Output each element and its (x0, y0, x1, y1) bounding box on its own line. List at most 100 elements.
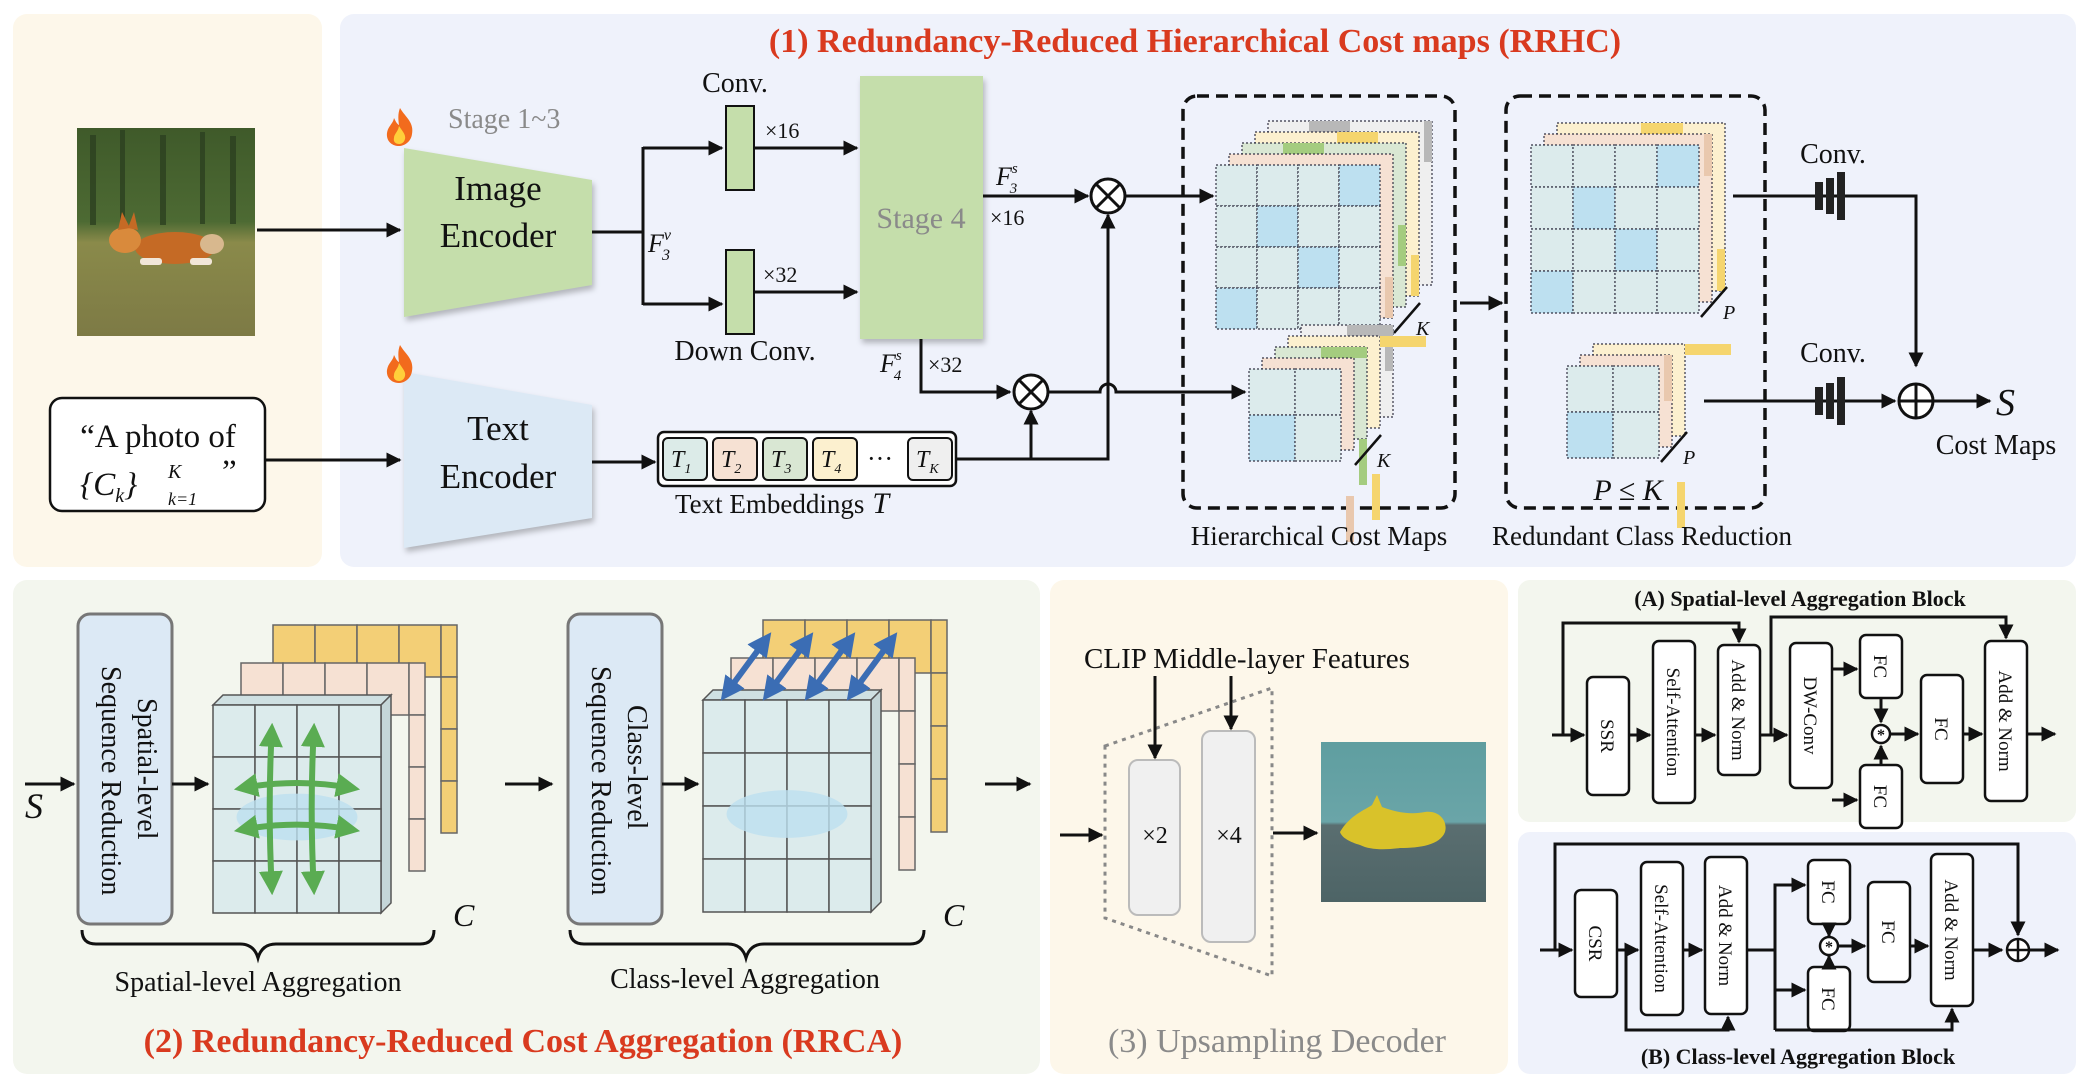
conv-scale-label: ×16 (765, 118, 799, 143)
svg-text:FC: FC (1877, 920, 1898, 943)
clip-features-label: CLIP Middle-layer Features (1084, 643, 1410, 675)
cost-cell (1566, 411, 1614, 459)
cost-map-front (1215, 164, 1381, 330)
hier-cost-map-small: K (1248, 324, 1426, 542)
prompt-line-1: “A photo of (80, 419, 236, 455)
cost-cell (1566, 365, 1614, 413)
input-image (77, 128, 255, 336)
token-label: TK (916, 447, 939, 477)
f4s-arrow (919, 339, 1012, 400)
cost-cell (1656, 144, 1700, 188)
cost-cell (1338, 246, 1381, 289)
spatial-depth-c: C (453, 897, 475, 933)
depth-label: P (1682, 447, 1695, 469)
cost-cell (1256, 205, 1299, 248)
rrca-input-s: S (25, 786, 43, 826)
multiply-icon (1089, 177, 1127, 215)
dog-silhouette (236, 793, 358, 841)
fc-block: FC (1866, 880, 1912, 984)
cost-cell (1572, 228, 1616, 272)
svg-text:CSR: CSR (1584, 926, 1605, 962)
cost-cell (1530, 228, 1574, 272)
reduced-cost-map-small: P (1566, 343, 1731, 528)
cost-cell (1215, 205, 1258, 248)
conv-block (725, 105, 755, 191)
class-depth-c: C (943, 897, 965, 933)
add-norm-block: Add & Norm (1716, 643, 1762, 777)
svg-text:*: * (1825, 939, 1833, 956)
upsample-x2-block (1128, 759, 1181, 916)
class-caption: Class-level Aggregation (610, 964, 880, 995)
rrhc-title: (1) Redundancy-Reduced Hierarchical Cost… (769, 23, 1621, 60)
token-label: T2 (721, 447, 741, 477)
image-encoder: Image Encoder Stage 1~3 (386, 104, 592, 317)
volume-cell (212, 756, 256, 810)
down-conv-label: Down Conv. (674, 336, 815, 367)
cost-cell (1614, 228, 1658, 272)
add-norm-block: Add & Norm (1703, 855, 1749, 1016)
stage4-block (860, 76, 983, 339)
multiply-icon (1012, 373, 1050, 411)
cost-cell (1530, 270, 1574, 314)
conv-label: Conv. (702, 68, 768, 99)
fire-icon (386, 345, 413, 383)
reduced-cost-map-large: P (1530, 122, 1735, 324)
text-token: T1 (662, 437, 708, 481)
depth-bracket (1660, 431, 1688, 463)
upsample-x4-block (1201, 730, 1256, 943)
rrca-title: (2) Redundancy-Reduced Cost Aggregation … (144, 1023, 903, 1060)
stage4-label: Stage 4 (876, 202, 965, 235)
cost-cell (1572, 270, 1616, 314)
cost-cell (1248, 368, 1296, 416)
token-ellipsis: ··· (867, 444, 893, 473)
stage-1-3-label: Stage 1~3 (448, 104, 560, 135)
text-prompt-box: “A photo of {Ck} K k=1 ” (48, 396, 267, 513)
ssr-block: SSR (1585, 675, 1631, 797)
svg-text:SSR: SSR (1596, 719, 1617, 753)
top-conv-path (1733, 194, 1924, 368)
down-conv-scale-label: ×32 (763, 262, 797, 287)
volume-cell (212, 704, 256, 758)
text-token: T2 (712, 437, 758, 481)
cost-cell (1297, 164, 1340, 207)
decoder-title: (3) Upsampling Decoder (1108, 1023, 1447, 1060)
volume-cell (702, 752, 746, 807)
dog-silhouette (726, 790, 848, 838)
cost-cell (1256, 164, 1299, 207)
cost-cell (1248, 414, 1296, 462)
volume-cell (254, 860, 298, 914)
svg-text:Self-Attention: Self-Attention (1662, 668, 1683, 777)
cost-maps-caption: Cost Maps (1936, 430, 2057, 461)
svg-text:Self-Attention: Self-Attention (1650, 884, 1671, 993)
redundant-class-reduction-caption: Redundant Class Reduction (1492, 521, 1792, 551)
flow-arrow (1747, 877, 1807, 952)
svg-text:FC: FC (1817, 880, 1838, 903)
conv-layer-icon (1815, 377, 1845, 425)
flow-arrow (1624, 950, 1736, 1032)
flow-arrow (1553, 842, 2026, 950)
cost-cell (1294, 414, 1342, 462)
cost-cell (1572, 186, 1616, 230)
decoder-panel (1050, 580, 1508, 1074)
fc-block: FC (1806, 965, 1852, 1033)
volume-front-layer (211, 693, 393, 915)
flow-arrow (1775, 1007, 1960, 1032)
cost-cell (1297, 287, 1340, 330)
depth-bracket (1393, 302, 1421, 334)
cost-cell (1297, 205, 1340, 248)
cost-cell (1338, 164, 1381, 207)
add-norm-block: Add & Norm (1983, 639, 2029, 803)
add-norm-block: Add & Norm (1929, 852, 1975, 1008)
cost-cell (1614, 144, 1658, 188)
f3s-scale-label: ×16 (990, 205, 1024, 230)
token-label: T4 (821, 447, 841, 477)
cost-cell (1656, 186, 1700, 230)
volume-cell (212, 860, 256, 914)
cost-cell (1338, 205, 1381, 248)
cost-cell (1215, 164, 1258, 207)
